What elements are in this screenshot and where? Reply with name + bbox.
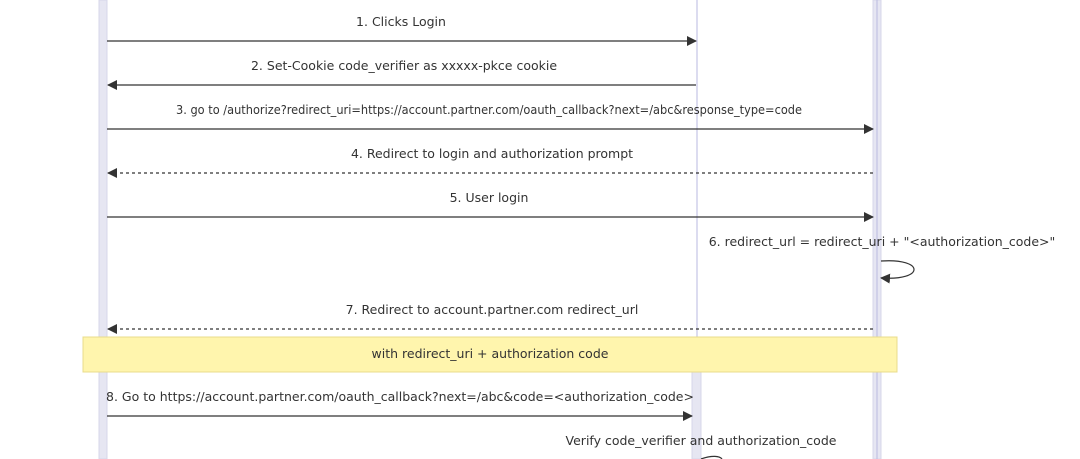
- message-5-label: 5. User login: [450, 190, 529, 205]
- message-2-label: 2. Set-Cookie code_verifier as xxxxx-pkc…: [251, 58, 557, 73]
- note-label: with redirect_uri + authorization code: [372, 346, 609, 361]
- message-2: 2. Set-Cookie code_verifier as xxxxx-pkc…: [107, 58, 696, 90]
- message-6-self-arrow: [880, 260, 915, 284]
- message-9-label: Verify code_verifier and authorization_c…: [566, 433, 837, 448]
- lifelines: [98, 0, 882, 459]
- message-7: 7. Redirect to account.partner.com redir…: [107, 302, 873, 334]
- message-6: 6. redirect_url = redirect_uri + "<autho…: [709, 234, 1056, 284]
- message-3-label: 3. go to /authorize?redirect_uri=https:/…: [176, 102, 802, 117]
- message-5: 5. User login: [107, 190, 874, 222]
- message-8: 8. Go to https://account.partner.com/oau…: [106, 389, 694, 421]
- message-8-label: 8. Go to https://account.partner.com/oau…: [106, 389, 694, 404]
- message-1: 1. Clicks Login: [107, 14, 697, 46]
- message-7-label: 7. Redirect to account.partner.com redir…: [346, 302, 639, 317]
- note: with redirect_uri + authorization code: [82, 336, 898, 373]
- note-box: [82, 336, 898, 373]
- message-3: 3. go to /authorize?redirect_uri=https:/…: [107, 102, 874, 134]
- message-9: Verify code_verifier and authorization_c…: [566, 433, 837, 459]
- message-1-label: 1. Clicks Login: [356, 14, 446, 29]
- message-4: 4. Redirect to login and authorization p…: [107, 146, 873, 178]
- message-4-label: 4. Redirect to login and authorization p…: [351, 146, 633, 161]
- lifeline-user: [98, 0, 108, 459]
- message-6-label: 6. redirect_url = redirect_uri + "<autho…: [709, 234, 1056, 249]
- message-9-self-arrow: [700, 455, 723, 459]
